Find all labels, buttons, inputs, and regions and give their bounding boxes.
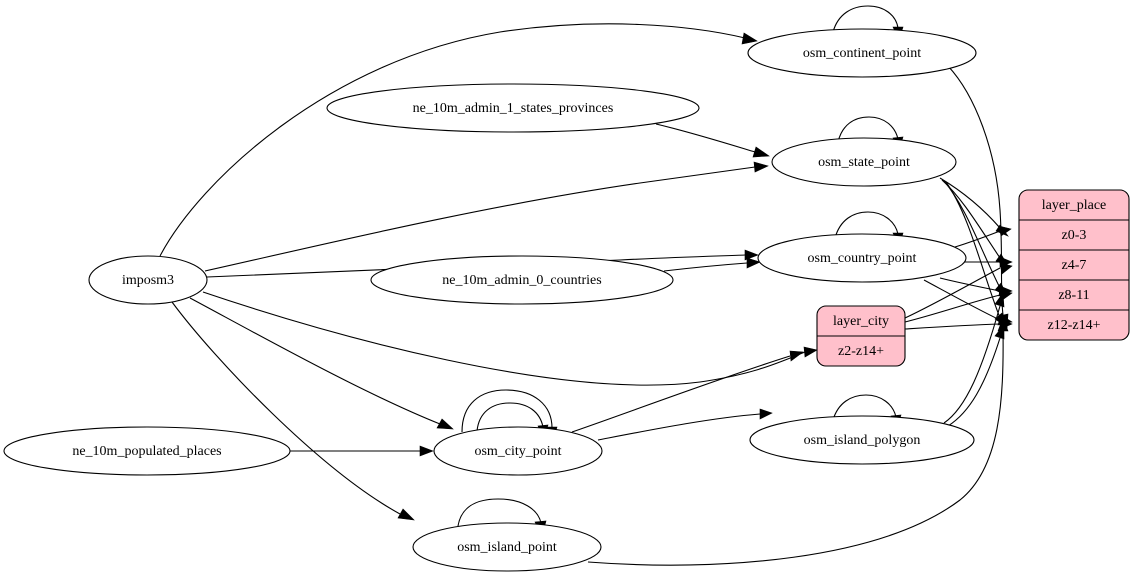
node-osm-state-point[interactable]: osm_state_point xyxy=(771,137,957,187)
record-node-layer-place[interactable]: layer_place z0-3 z4-7 z8-11 z12-z14+ xyxy=(1018,189,1130,341)
node-label-imposm3: imposm3 xyxy=(122,273,174,288)
record-row-layer-place-title: layer_place xyxy=(1042,198,1107,213)
edge-osm-island-point-to-layer-place-z12-z14 xyxy=(587,317,1009,566)
node-label-ne-populated: ne_10m_populated_places xyxy=(72,444,221,459)
node-label-osm-country-point: osm_country_point xyxy=(808,251,917,266)
edge-imposm3-to-osm-island-point xyxy=(171,301,415,521)
edge-imposm3-to-osm-continent-point xyxy=(159,23,758,257)
node-osm-island-polygon[interactable]: osm_island_polygon xyxy=(749,415,975,465)
edge-osm-island-polygon-to-layer-place-z8-11 xyxy=(943,292,1005,424)
node-imposm3[interactable]: imposm3 xyxy=(88,255,208,305)
edge-ne-countries-to-osm-country-point xyxy=(663,257,761,272)
record-row-layer-place-z0-3[interactable]: z0-3 xyxy=(1062,228,1087,243)
record-row-layer-place-z12-z14[interactable]: z12-z14+ xyxy=(1048,318,1101,333)
node-label-osm-island-polygon: osm_island_polygon xyxy=(804,433,921,448)
node-osm-island-point[interactable]: osm_island_point xyxy=(412,522,602,572)
node-label-osm-island-point: osm_island_point xyxy=(457,540,557,555)
node-ne-10m-admin-1-states-provinces[interactable]: ne_10m_admin_1_states_provinces xyxy=(326,83,700,133)
edge-osm-city-point-to-osm-island-polygon xyxy=(597,408,773,441)
node-ne-10m-admin-0-countries[interactable]: ne_10m_admin_0_countries xyxy=(370,255,674,305)
edge-imposm3-to-osm-state-point xyxy=(204,161,769,272)
node-label-ne-countries: ne_10m_admin_0_countries xyxy=(442,273,601,288)
record-layer: layer_place z0-3 z4-7 z8-11 z12-z14+ lay… xyxy=(816,189,1130,367)
node-osm-country-point[interactable]: osm_country_point xyxy=(757,233,967,283)
edge-osm-country-point-to-layer-place-z0-3 xyxy=(954,225,1012,248)
record-node-layer-city[interactable]: layer_city z2-z14+ xyxy=(816,305,906,367)
edge-imposm3-to-layer-city xyxy=(202,291,818,386)
edge-ne-states-to-osm-state-point xyxy=(655,123,770,158)
edge-imposm3-to-osm-city-point xyxy=(189,297,454,430)
edge-ne-populated-to-osm-city-point xyxy=(290,445,434,457)
edge-layer-city-to-layer-place-z4-7 xyxy=(904,262,1013,319)
node-osm-continent-point[interactable]: osm_continent_point xyxy=(747,28,977,78)
edge-osm-city-point-to-layer-city xyxy=(571,350,804,433)
record-row-layer-place-z8-11[interactable]: z8-11 xyxy=(1058,288,1089,303)
record-row-layer-place-z4-7[interactable]: z4-7 xyxy=(1062,258,1087,273)
node-layer: imposm3 ne_10m_admin_1_states_provinces … xyxy=(3,28,977,572)
node-label-osm-state-point: osm_state_point xyxy=(818,155,910,170)
node-label-osm-continent-point: osm_continent_point xyxy=(803,46,921,61)
edge-osm-state-point-to-layer-place-z8-11 xyxy=(943,180,1008,297)
node-label-osm-city-point: osm_city_point xyxy=(474,444,561,459)
node-label-ne-states: ne_10m_admin_1_states_provinces xyxy=(413,101,614,116)
edge-layer xyxy=(159,5,1013,566)
node-osm-city-point[interactable]: osm_city_point xyxy=(433,426,603,476)
record-row-layer-city-title: layer_city xyxy=(833,314,889,329)
node-ne-10m-populated-places[interactable]: ne_10m_populated_places xyxy=(3,426,291,476)
record-row-layer-city-z2-z14[interactable]: z2-z14+ xyxy=(838,344,884,359)
